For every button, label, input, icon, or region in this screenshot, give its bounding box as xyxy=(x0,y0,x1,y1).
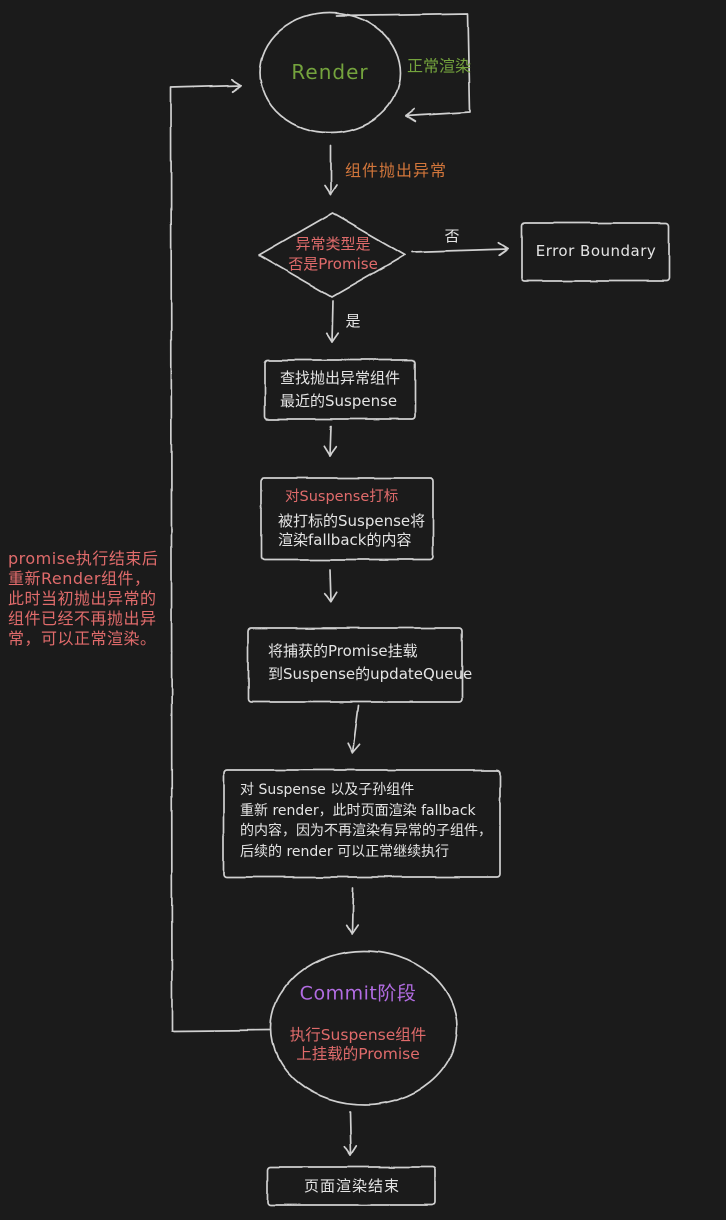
yes-label: 是 xyxy=(345,312,361,331)
rerender-box xyxy=(223,769,501,878)
yes-arrow xyxy=(325,300,340,343)
find-suspense-box xyxy=(264,359,416,420)
throw-exception-label: 组件抛出异常 xyxy=(345,161,448,180)
side-note: promise执行结束后 重新Render组件， 此时当初抛出异常的 组件已经不… xyxy=(8,549,159,648)
arrow-commit-to-end xyxy=(343,1111,358,1156)
mark-suspense-title: 对Suspense打标 xyxy=(285,489,399,505)
arrow-rerender-to-commit xyxy=(345,887,360,935)
page-end-label: 页面渲染结束 xyxy=(303,1177,401,1196)
error-boundary-box xyxy=(521,222,670,282)
attach-promise-label: 将捕获的Promise挂载 到Suspense的updateQueue xyxy=(268,642,473,683)
normal-render-label: 正常渲染 xyxy=(406,56,472,76)
no-arrow xyxy=(411,242,509,257)
page-end-box xyxy=(267,1166,436,1206)
mark-suspense-box xyxy=(260,477,434,561)
attach-promise-box xyxy=(247,627,463,703)
rerender-label: 对 Suspense 以及子孙组件 重新 render，此时页面渲染 fallb… xyxy=(240,782,492,860)
no-label: 否 xyxy=(444,227,460,246)
commit-to-render-loop-arrow xyxy=(170,78,271,1032)
error-boundary-label: Error Boundary xyxy=(535,242,657,261)
render-circle xyxy=(259,12,401,134)
mark-suspense-body: 被打标的Suspense将 渲染fallback的内容 xyxy=(278,512,426,549)
arrow-mark-to-attach xyxy=(323,569,338,603)
arrow-find-to-mark xyxy=(323,425,338,457)
commit-title: Commit阶段 xyxy=(299,982,417,1005)
promise-check-label: 异常类型是 否是Promise xyxy=(288,235,378,273)
promise-check-diamond xyxy=(258,212,406,298)
normal-render-self-loop-arrow xyxy=(336,13,471,123)
arrow-attach-to-rerender xyxy=(347,705,361,754)
commit-circle xyxy=(270,950,458,1106)
commit-body: 执行Suspense组件 上挂载的Promise xyxy=(289,1026,427,1063)
render-label: Render xyxy=(291,59,369,84)
find-suspense-label: 查找抛出异常组件 最近的Suspense xyxy=(280,369,401,410)
